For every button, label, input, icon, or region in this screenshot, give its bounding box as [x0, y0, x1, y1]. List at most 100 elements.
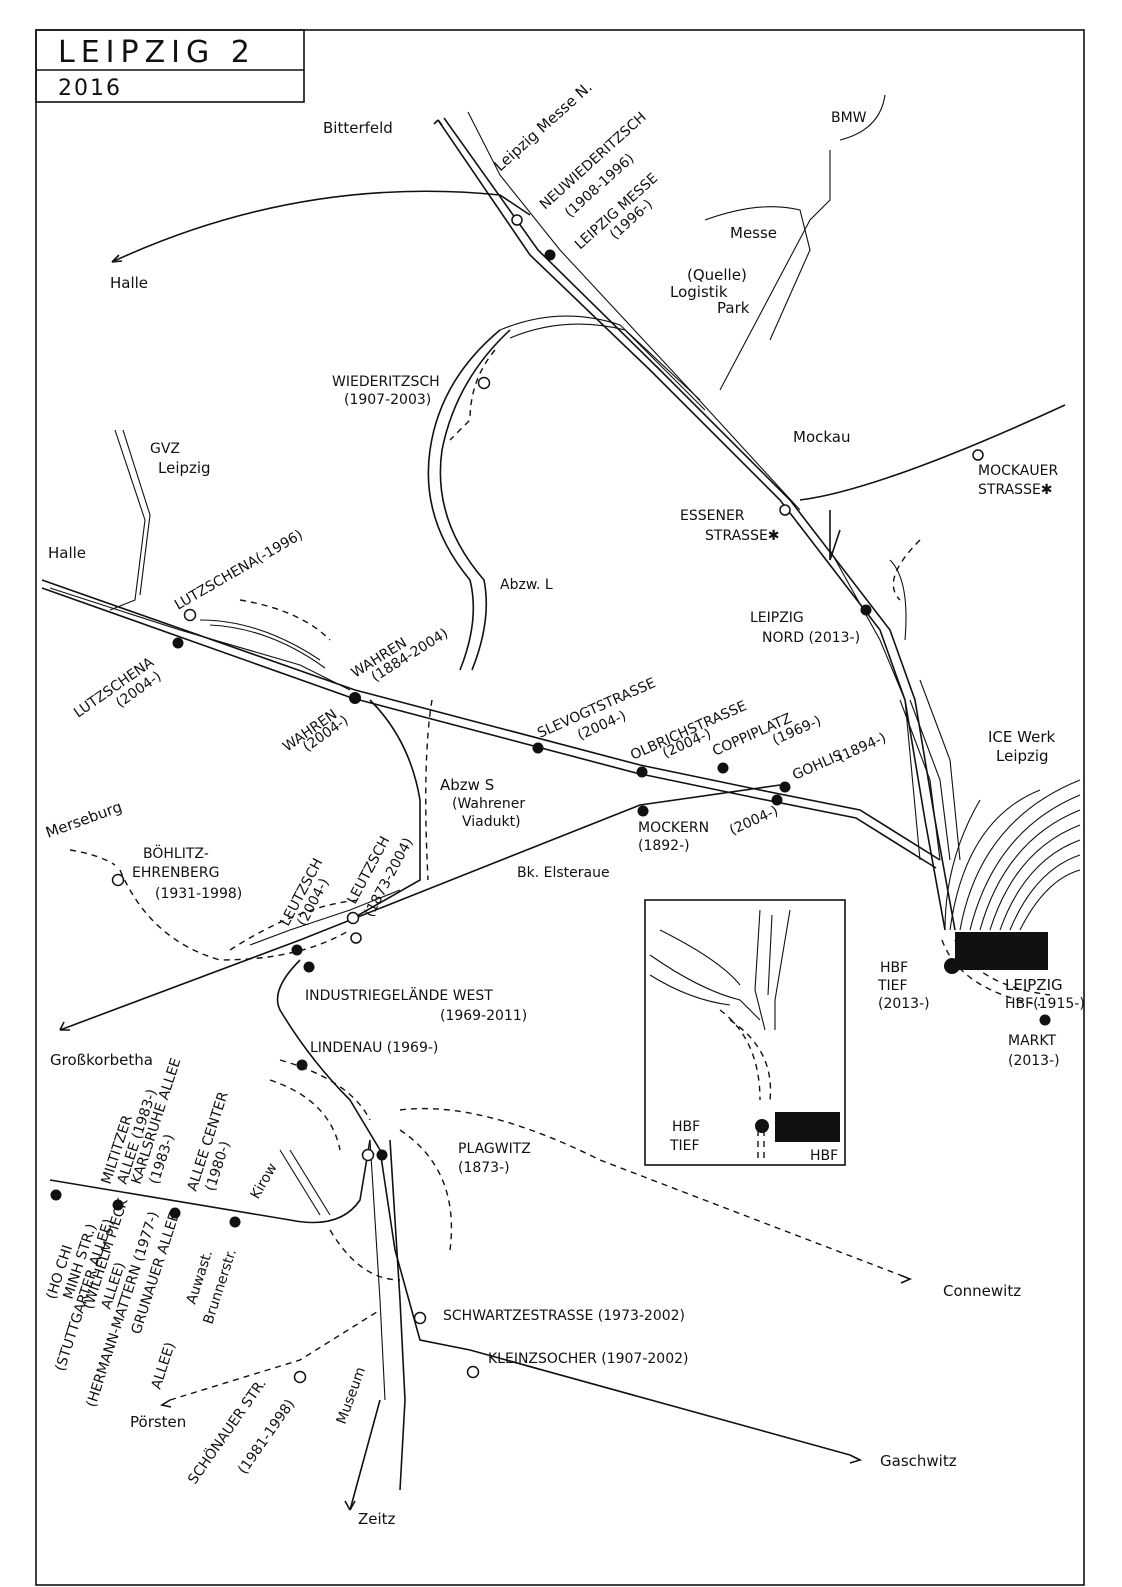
lbl-leipzig-hbf-2: HBF(1915-): [1005, 996, 1085, 1012]
track-network: [41, 94, 1081, 1511]
place-bmw: BMW: [831, 110, 867, 126]
station-olbrichstrasse: [636, 766, 648, 778]
lbl-hbf-tief-1: HBF: [880, 960, 908, 976]
station-mockauer-strasse: [972, 449, 984, 461]
station-slevogtstrasse: [532, 742, 544, 754]
dir-grosskorbetha: Großkorbetha: [50, 1051, 153, 1069]
station-markt: [1039, 1014, 1051, 1026]
inset-lbl-hbf: HBF: [810, 1148, 838, 1164]
place-quelle: (Quelle): [687, 266, 747, 284]
hbf-building: [955, 932, 1048, 970]
lbl-leipzig-nord: LEIPZIG: [750, 610, 804, 626]
dir-bitterfeld: Bitterfeld: [323, 119, 393, 137]
lbl-wiederitzsch-years: (1907-2003): [344, 392, 431, 408]
station-gohlis-new: [771, 794, 783, 806]
station-mockern: [637, 805, 649, 817]
lbl-leipzig-nord-2: NORD (2013-): [762, 630, 860, 646]
station-wahren: [349, 692, 361, 704]
dir-merseburg: Merseburg: [43, 798, 124, 842]
dir-gaschwitz: Gaschwitz: [880, 1452, 957, 1470]
year-label: 2016: [58, 76, 122, 101]
station-neuwiederitzsch: [511, 214, 523, 226]
place-abzw-s: Abzw S: [440, 776, 494, 794]
station-grunauer-allee: [229, 1216, 241, 1228]
station-industriegelaende-west: [303, 961, 315, 973]
lbl-industrie-years: (1969-2011): [440, 1008, 527, 1024]
lbl-gohlis-new-years: (2004-): [727, 803, 781, 839]
lbl-markt-years: (2013-): [1008, 1053, 1060, 1069]
station-lindenau: [296, 1059, 308, 1071]
lbl-hbf-tief-2: TIEF: [877, 978, 908, 994]
station-karlsruhe-allee: [112, 1199, 124, 1211]
page-title: LEIPZIG 2: [58, 35, 256, 70]
lbl-leipzig-hbf: LEIPZIG: [1005, 976, 1063, 994]
arrow-connewitz: [899, 1274, 913, 1284]
lbl-lutzschena-old: LUTZSCHENA(-1996): [172, 527, 306, 613]
dir-halle-top: Halle: [110, 274, 148, 292]
place-messe: Messe: [730, 224, 777, 242]
inset-hbf-building: [775, 1112, 840, 1142]
station-allee-center: [169, 1207, 181, 1219]
arrow-gaschwitz: [849, 1454, 863, 1464]
place-ice-werk-leipzig: Leipzig: [996, 747, 1049, 765]
lbl-mockern-years: (1892-): [638, 838, 690, 854]
station-lutzschena: [172, 637, 184, 649]
inset-lbl-hbf-tief-1: HBF: [672, 1119, 700, 1135]
lbl-markt: MARKT: [1008, 1033, 1056, 1049]
lbl-bohlitz-2: EHRENBERG: [132, 865, 219, 881]
station-schonauer-str: [293, 1370, 307, 1384]
lbl-wiederitzsch: WIEDERITZSCH: [332, 374, 440, 390]
lbl-mockauer-2: STRASSE✱: [978, 482, 1053, 498]
station-miltitzer-allee: [50, 1189, 62, 1201]
station-schwartzestrasse: [413, 1311, 427, 1325]
title-box: [35, 29, 305, 103]
station-plagwitz: [376, 1149, 388, 1161]
place-gvz: GVZ: [150, 441, 180, 457]
inset-lbl-hbf-tief-2: TIEF: [669, 1138, 700, 1154]
dir-leipzig-messe-n: Leipzig Messe N.: [491, 78, 596, 175]
map-frame: [35, 29, 1085, 1586]
dir-porsten: Pörsten: [130, 1413, 186, 1431]
place-mockau: Mockau: [793, 428, 851, 446]
place-labels: BMW Messe (Quelle) Logistik Park Mockau …: [150, 110, 1055, 1426]
place-gvz-leipzig: Leipzig: [158, 459, 211, 477]
place-wahrener: (Wahrener: [452, 796, 525, 812]
station-essener-strasse: [779, 504, 791, 516]
lbl-plagwitz-years: (1873-): [458, 1160, 510, 1176]
lbl-kleinzschocher: KLEINZSOCHER (1907-2002): [488, 1351, 688, 1367]
place-viadukt: Viadukt): [462, 814, 521, 830]
dir-connewitz: Connewitz: [943, 1282, 1021, 1300]
lbl-essener-1: ESSENER: [680, 508, 745, 524]
lbl-essener-2: STRASSE✱: [705, 528, 780, 544]
inset-station-hbf-tief: [755, 1119, 769, 1133]
station-gohlis: [779, 781, 791, 793]
place-ice-werk: ICE Werk: [988, 728, 1055, 746]
place-logistik: Logistik: [670, 283, 728, 301]
station-leutzsch-old-2: [350, 932, 362, 944]
lbl-grunauer-3: ALLEE): [149, 1340, 179, 1391]
place-kirow: Kirow: [248, 1161, 281, 1202]
inset-hbf-tief: HBF TIEF HBF: [644, 899, 846, 1166]
station-leipzig-nord: [860, 604, 872, 616]
station-leutzsch-old: [346, 911, 360, 925]
place-bk-elsteraue: Bk. Elsteraue: [517, 865, 610, 881]
place-park: Park: [717, 299, 750, 317]
lbl-hbf-tief-years: (2013-): [878, 996, 930, 1012]
dir-zeitz: Zeitz: [358, 1510, 396, 1528]
station-coppiplatz: [717, 762, 729, 774]
lbl-mockern: MOCKERN: [638, 820, 709, 836]
stations: [50, 214, 1051, 1384]
station-hbf-tief: [944, 958, 960, 974]
lbl-bohlitz-1: BÖHLITZ-: [143, 844, 209, 862]
station-bohlitz-ehrenberg: [111, 873, 125, 887]
station-lutzschena-old: [183, 608, 197, 622]
lbl-olbrichstrasse: OLBRICHSTRASSE: [628, 698, 749, 764]
lbl-lindenau: LINDENAU (1969-): [310, 1040, 438, 1056]
lbl-schwartzestrasse: SCHWARTZESTRASSE (1973-2002): [443, 1308, 685, 1324]
lbl-industrie: INDUSTRIEGELÄNDE WEST: [305, 986, 493, 1004]
lbl-plagwitz: PLAGWITZ: [458, 1141, 531, 1157]
place-abzw-l: Abzw. L: [500, 577, 553, 593]
lbl-mockauer-1: MOCKAUER: [978, 463, 1058, 479]
